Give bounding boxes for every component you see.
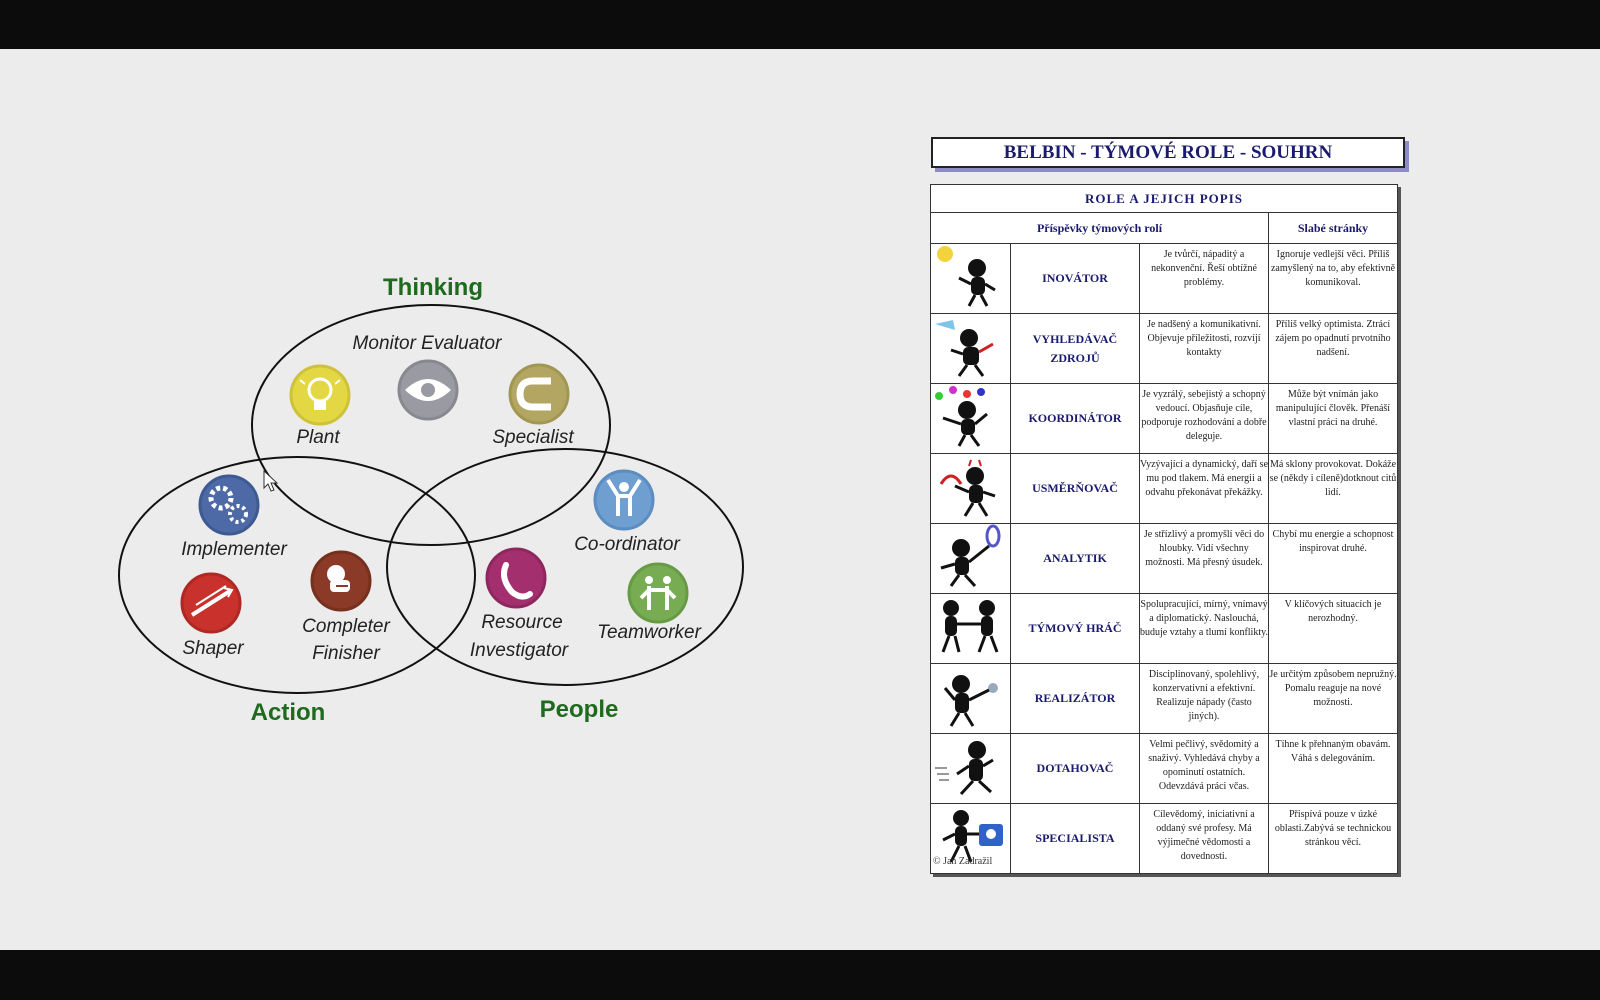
table-row: DOTAHOVAČ Velmi pečlivý, svědomitý a sna… xyxy=(930,733,1398,804)
role-contribution: Cílevědomý, iniciativní a oddaný své pro… xyxy=(1139,803,1269,874)
stick-figure-devil-icon xyxy=(939,459,996,517)
contrib-column-header: Příspěvky týmových rolí xyxy=(930,212,1269,244)
magnet-icon xyxy=(508,363,570,425)
coordinator-label: Co-ordinator xyxy=(574,534,680,555)
role-contribution: Spolupracující, mírný, vnímavý a diploma… xyxy=(1139,593,1269,664)
hand-checklist-icon xyxy=(310,550,372,612)
table-row: INOVÁTOR Je tvůrčí, nápaditý a nekonvenč… xyxy=(930,243,1398,314)
table-caption: ROLE A JEJICH POPIS xyxy=(930,184,1398,213)
table-row: TÝMOVÝ HRÁČ Spolupracující, mírný, vníma… xyxy=(930,593,1398,664)
role-weakness: Ignoruje vedlejší věci. Příliš zamyšlený… xyxy=(1268,243,1398,314)
figure-cell xyxy=(930,313,1011,384)
letterbox-top xyxy=(0,0,1600,49)
role-name: KOORDINÁTOR xyxy=(1010,383,1140,454)
completer-label: Completer xyxy=(302,616,390,637)
finisher-label: Finisher xyxy=(312,643,380,664)
role-contribution: Je nadšený a komunikativní. Objevuje pří… xyxy=(1139,313,1269,384)
role-contribution: Je střízlivý a promyšlí věci do hloubky.… xyxy=(1139,523,1269,594)
stick-figure-juggling-icon xyxy=(935,386,988,447)
investigator-label: Investigator xyxy=(470,640,569,661)
figure-cell xyxy=(930,803,1011,874)
role-weakness: Tíhne k přehnaným obavám. Váhá s delegov… xyxy=(1268,733,1398,804)
role-contribution: Je tvůrčí, nápaditý a nekonvenční. Řeší … xyxy=(1139,243,1269,314)
figure-cell xyxy=(930,593,1011,664)
resource-label: Resource xyxy=(481,612,562,633)
shaper-label: Shaper xyxy=(182,638,244,659)
mouse-cursor-icon xyxy=(263,470,279,492)
action-circle xyxy=(118,456,476,694)
stick-figure-lightbulb-icon xyxy=(937,246,996,307)
implementer-label: Implementer xyxy=(181,539,287,560)
roles-table: ROLE A JEJICH POPIS Příspěvky týmových r… xyxy=(930,184,1398,874)
eye-icon xyxy=(397,359,459,421)
role-name: SPECIALISTA xyxy=(1010,803,1140,874)
teamworker-label: Teamworker xyxy=(597,622,702,643)
two-stick-figures-icon xyxy=(941,600,999,653)
table-row: KOORDINÁTOR Je vyzrálý, sebejistý a scho… xyxy=(930,383,1398,454)
role-weakness: V klíčových situacích je nerozhodný. xyxy=(1268,593,1398,664)
table-row: SPECIALISTA Cílevědomý, iniciativní a od… xyxy=(930,803,1398,874)
action-heading: Action xyxy=(251,699,326,726)
thinking-heading: Thinking xyxy=(383,274,483,301)
plant-label: Plant xyxy=(296,427,340,448)
stick-figure-telescope-icon xyxy=(935,320,994,377)
role-name: REALIZÁTOR xyxy=(1010,663,1140,734)
role-weakness: Příliš velký optimista. Ztrácí zájem po … xyxy=(1268,313,1398,384)
table-row: USMĚRŇOVAČ Vyzývající a dynamický, daří … xyxy=(930,453,1398,524)
thinking-circle xyxy=(251,304,611,546)
role-name: USMĚRŇOVAČ xyxy=(1010,453,1140,524)
copyright-text: © Jan Zadražil xyxy=(933,856,993,867)
figure-cell xyxy=(930,663,1011,734)
figure-cell xyxy=(930,383,1011,454)
figure-cell xyxy=(930,243,1011,314)
role-name: ANALYTIK xyxy=(1010,523,1140,594)
table-row: ANALYTIK Je střízlivý a promyšlí věci do… xyxy=(930,523,1398,594)
table-row: REALIZÁTOR Disciplinovaný, spolehlivý, k… xyxy=(930,663,1398,734)
specialist-label: Specialist xyxy=(492,427,574,448)
role-contribution: Je vyzrálý, sebejistý a schopný vedoucí.… xyxy=(1139,383,1269,454)
gears-icon xyxy=(198,474,260,536)
weak-column-header: Slabé stránky xyxy=(1268,212,1398,244)
figure-cell xyxy=(930,733,1011,804)
stick-figure-running-icon xyxy=(935,741,994,796)
role-weakness: Chybí mu energie a schopnost inspirovat … xyxy=(1268,523,1398,594)
venn-diagram: Thinking Action People xyxy=(118,274,744,726)
role-name: INOVÁTOR xyxy=(1010,243,1140,314)
monitor-evaluator-label: Monitor Evaluator xyxy=(353,333,503,354)
person-arms-raised-icon xyxy=(593,469,655,531)
stick-figure-computer-icon xyxy=(942,810,1003,863)
arrows-icon xyxy=(180,572,242,634)
lightbulb-icon xyxy=(289,364,351,426)
people-circle xyxy=(386,448,744,686)
role-contribution: Velmi pečlivý, svědomitý a snaživý. Vyhl… xyxy=(1139,733,1269,804)
role-name: TÝMOVÝ HRÁČ xyxy=(1010,593,1140,664)
role-name: VYHLEDÁVAČ ZDROJŮ xyxy=(1010,313,1140,384)
role-contribution: Vyzývající a dynamický, daří se mu pod t… xyxy=(1139,453,1269,524)
stick-figure-tool-icon xyxy=(943,675,998,727)
people-holding-hands-icon xyxy=(627,562,689,624)
stick-figure-magnifier-icon xyxy=(940,524,1001,588)
sheet-title: BELBIN - TÝMOVÉ ROLE - SOUHRN xyxy=(931,137,1405,168)
table-row: VYHLEDÁVAČ ZDROJŮ Je nadšený a komunikat… xyxy=(930,313,1398,384)
telephone-icon xyxy=(485,547,547,609)
letterbox-bottom xyxy=(0,950,1600,1000)
people-heading: People xyxy=(540,696,619,723)
role-weakness: Je určitým způsobem nepružný. Pomalu rea… xyxy=(1268,663,1398,734)
figure-cell xyxy=(930,453,1011,524)
role-weakness: Přispívá pouze v úzké oblasti.Zabývá se … xyxy=(1268,803,1398,874)
role-weakness: Může být vnímán jako manipulující člověk… xyxy=(1268,383,1398,454)
role-contribution: Disciplinovaný, spolehlivý, konzervativn… xyxy=(1139,663,1269,734)
role-name: DOTAHOVAČ xyxy=(1010,733,1140,804)
figure-cell xyxy=(930,523,1011,594)
role-weakness: Má sklony provokovat. Dokáže se (někdy i… xyxy=(1268,453,1398,524)
